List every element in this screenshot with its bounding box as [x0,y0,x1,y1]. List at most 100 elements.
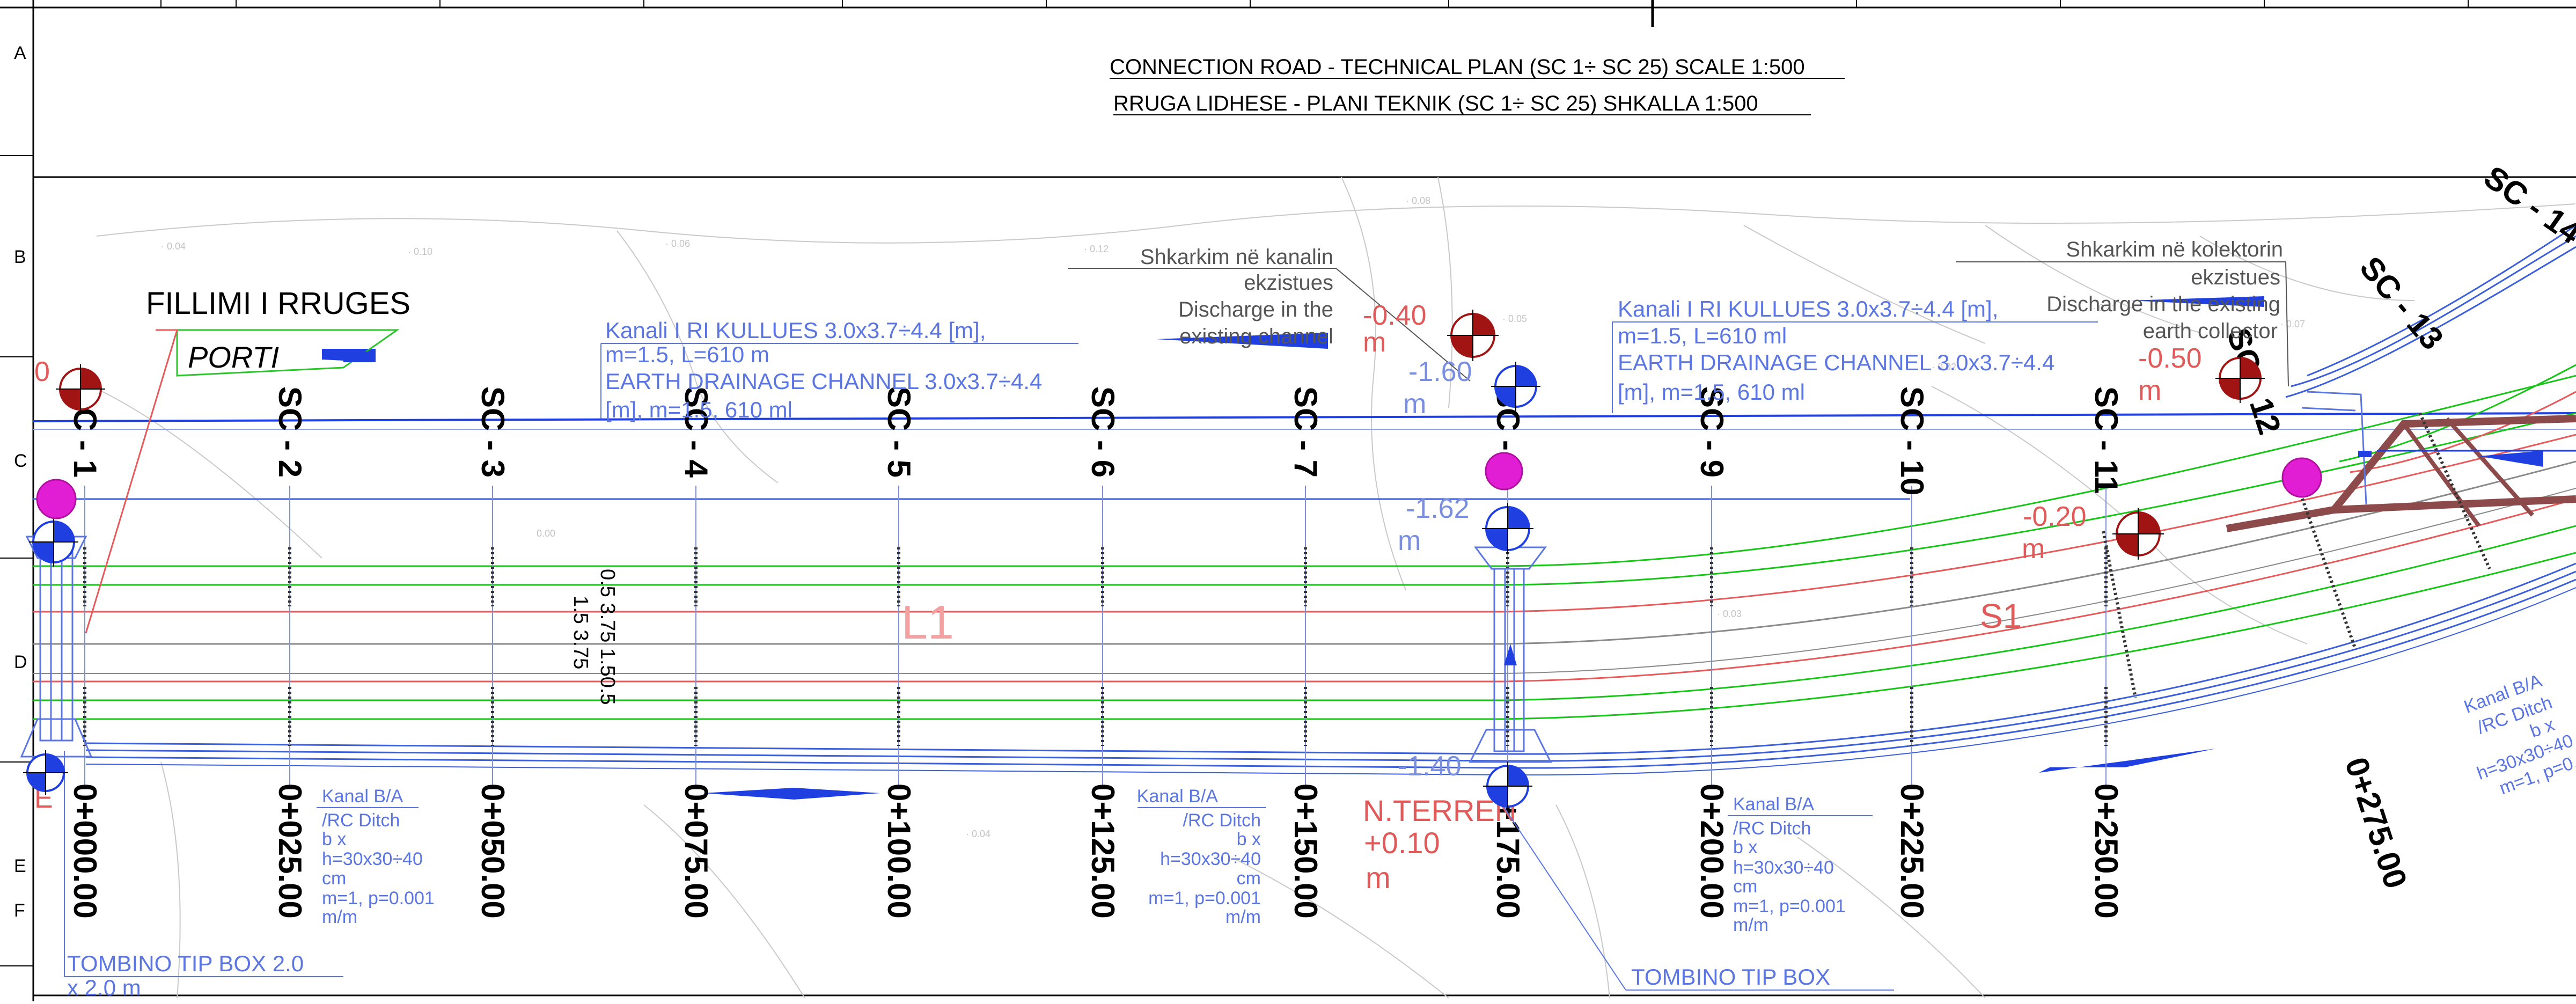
svg-text:m=1, p=0.001: m=1, p=0.001 [322,888,435,908]
svg-text:cm: cm [322,868,346,889]
ditch-note-1: Kanal B/A /RC Ditch b x h=30x30÷40 cm m=… [317,786,435,927]
svg-text:b x: b x [1237,829,1261,849]
grid-row-label-e: E [14,856,26,876]
svg-text:Kanali I RI KULLUES 3.0x3.7÷4.: Kanali I RI KULLUES 3.0x3.7÷4.4 [m], [1618,296,1998,321]
svg-text:Shkarkim në kanalin: Shkarkim në kanalin [1140,245,1333,269]
natural-terrain-label: N.TERREN +0.10 m [1363,794,1516,895]
svg-text:m/m: m/m [1733,915,1768,935]
elevation-e5-unit: m [1398,525,1421,556]
red-survey-marker-icon [1447,310,1499,361]
svg-text:Kanali I RI KULLUES 3.0x3.7÷4.: Kanali I RI KULLUES 3.0x3.7÷4.4 [m], [605,318,986,343]
svg-text:m=1, p=0.001: m=1, p=0.001 [1148,888,1261,908]
chainage-label-sc10: 0+225.00 [1894,783,1930,919]
blue-survey-marker-icon [23,750,68,795]
elevation-e3-unit: m [2138,375,2161,406]
terrain-contours [64,177,2576,999]
bridge-right [2301,391,2372,505]
alignment-labels: L1 S1 [901,596,2022,649]
alignment-l1: L1 [901,596,954,649]
section-label-sc5: SC - 5 [881,386,917,478]
svg-text:cm: cm [1237,868,1261,889]
red-survey-marker-icon [56,364,105,414]
svg-text:earth collector: earth collector [2143,319,2278,343]
section-label-sc3: SC - 3 [475,386,511,478]
alignment-s1: S1 [1980,597,2022,635]
chainage-label-sc9: 0+200.00 [1694,783,1730,919]
svg-text:ekzistues: ekzistues [2191,266,2280,289]
grid-row-label-f: F [14,900,25,921]
elevation-e1-unit: m [1363,327,1386,358]
title-block: CONNECTION ROAD - TECHNICAL PLAN (SC 1÷ … [1110,55,1845,115]
svg-text:[m], m=1.5, 610 ml: [m], m=1.5, 610 ml [605,397,792,422]
elevation-e4: -0.20 [2023,501,2087,532]
svg-text:m=1.5, L=610 ml: m=1.5, L=610 ml [1618,323,1787,348]
svg-text:/RC Ditch: /RC Ditch [322,810,400,831]
chainage-label-sc4: 0+075.00 [678,783,714,919]
svg-text:Discharge in the: Discharge in the [1178,298,1333,321]
svg-text:existing channel: existing channel [1179,325,1333,348]
existing-road-brown [2226,415,2576,532]
svg-text:m/m: m/m [1225,907,1261,927]
section-label-sc4: SC - 4 [678,386,714,478]
section-labels: SC - 1 SC - 2 SC - 3 SC - 4 SC - 5 SC - … [67,159,2576,496]
svg-text:Kanal B/A: Kanal B/A [322,786,403,807]
channel-note-left: Kanali I RI KULLUES 3.0x3.7÷4.4 [m], m=1… [600,318,1078,422]
svg-text:· 0.04: · 0.04 [161,241,186,252]
svg-text:0.5 3.75 1.50.5: 0.5 3.75 1.50.5 [596,569,619,705]
station-lines [83,412,2491,789]
svg-text:· 0.06: · 0.06 [665,238,690,249]
elevation-e5: -1.62 [1406,493,1470,524]
svg-text:· 0.02: · 0.02 [1932,362,1956,372]
svg-text:TOMBINO TIP BOX 2.0: TOMBINO TIP BOX 2.0 [67,951,304,976]
tombino-note-left: TOMBINO TIP BOX 2.0 x 2.0 m [64,751,343,1000]
curb-line-1 [33,375,2576,567]
grid-row-label-a: A [14,43,26,63]
svg-text:h=30x30÷40: h=30x30÷40 [1160,849,1261,869]
svg-text:h=30x30÷40: h=30x30÷40 [322,849,423,869]
svg-text:[m], m=1.5, 610 ml: [m], m=1.5, 610 ml [1618,379,1805,405]
elevation-e4-unit: m [2022,533,2045,565]
gate-label: PORTI [188,340,279,374]
dimension-texts: 0.5 3.75 1.50.5 1.5 3.75 [569,569,619,705]
elevation-e6: -1.40 [1398,751,1462,782]
svg-text:m/m: m/m [322,907,357,927]
svg-text:1.5 3.75: 1.5 3.75 [569,596,592,669]
section-label-sc11: SC - 11 [2088,386,2124,494]
chainage-label-sc1: 0+000.00 [67,783,103,919]
svg-text:Kanal B/A: Kanal B/A [1733,794,1815,815]
elevation-left: 0 [34,356,50,387]
elevation-e2-unit: m [1403,389,1426,420]
svg-text:· 0.07: · 0.07 [2280,319,2305,329]
grid-row-labels: A B C D E F [14,43,27,921]
terrain-spot-heights: · 0.04· 0.10 0.00· 0.06 · 0.12· 0.08 · 0… [161,195,2305,839]
svg-text:+0.10: +0.10 [1364,826,1440,860]
svg-text:cm: cm [1733,876,1757,897]
grid-row-label-c: C [14,451,27,471]
elevation-e2: -1.60 [1408,356,1472,387]
section-label-sc9: SC - 9 [1694,386,1730,478]
road-corridor [33,224,2576,776]
blue-survey-marker-icon [29,517,78,567]
grid-row-label-b: B [14,247,26,267]
edge-line-red-1 [33,434,2576,613]
svg-text:· 0.12: · 0.12 [1084,244,1109,254]
svg-text:· 0.11: · 0.11 [2093,303,2117,313]
section-label-sc7: SC - 7 [1288,386,1324,478]
tombino-note-mid: TOMBINO TIP BOX [1502,804,1894,991]
svg-text:Kanal B/A: Kanal B/A [1137,786,1219,807]
svg-text:Discharge in the existing: Discharge in the existing [2046,292,2280,316]
survey-markers [23,310,2322,811]
plan-title-en: CONNECTION ROAD - TECHNICAL PLAN (SC 1÷ … [1110,55,1805,79]
svg-text:EARTH DRAINAGE CHANNEL 3.0x3.7: EARTH DRAINAGE CHANNEL 3.0x3.7÷4.4 [605,369,1042,394]
plan-title-al: RRUGA LIDHESE - PLANI TEKNIK (SC 1÷ SC 2… [1113,92,1758,115]
magenta-point-icon [1485,452,1523,490]
ditch-note-3: Kanal B/A /RC Ditch b x h=30x30÷40 cm m=… [1728,794,1873,935]
discharge-note-collector: Shkarkim në kolektorin ekzistues Dischar… [1956,238,2289,387]
chainage-label-sc11: 0+250.00 [2088,783,2124,919]
magenta-point-icon [2281,457,2322,498]
start-of-road: FILLIMI I RRUGES PORTI [85,286,410,634]
svg-text:/RC Ditch: /RC Ditch [1733,818,1811,839]
section-label-sc6: SC - 6 [1085,386,1121,478]
